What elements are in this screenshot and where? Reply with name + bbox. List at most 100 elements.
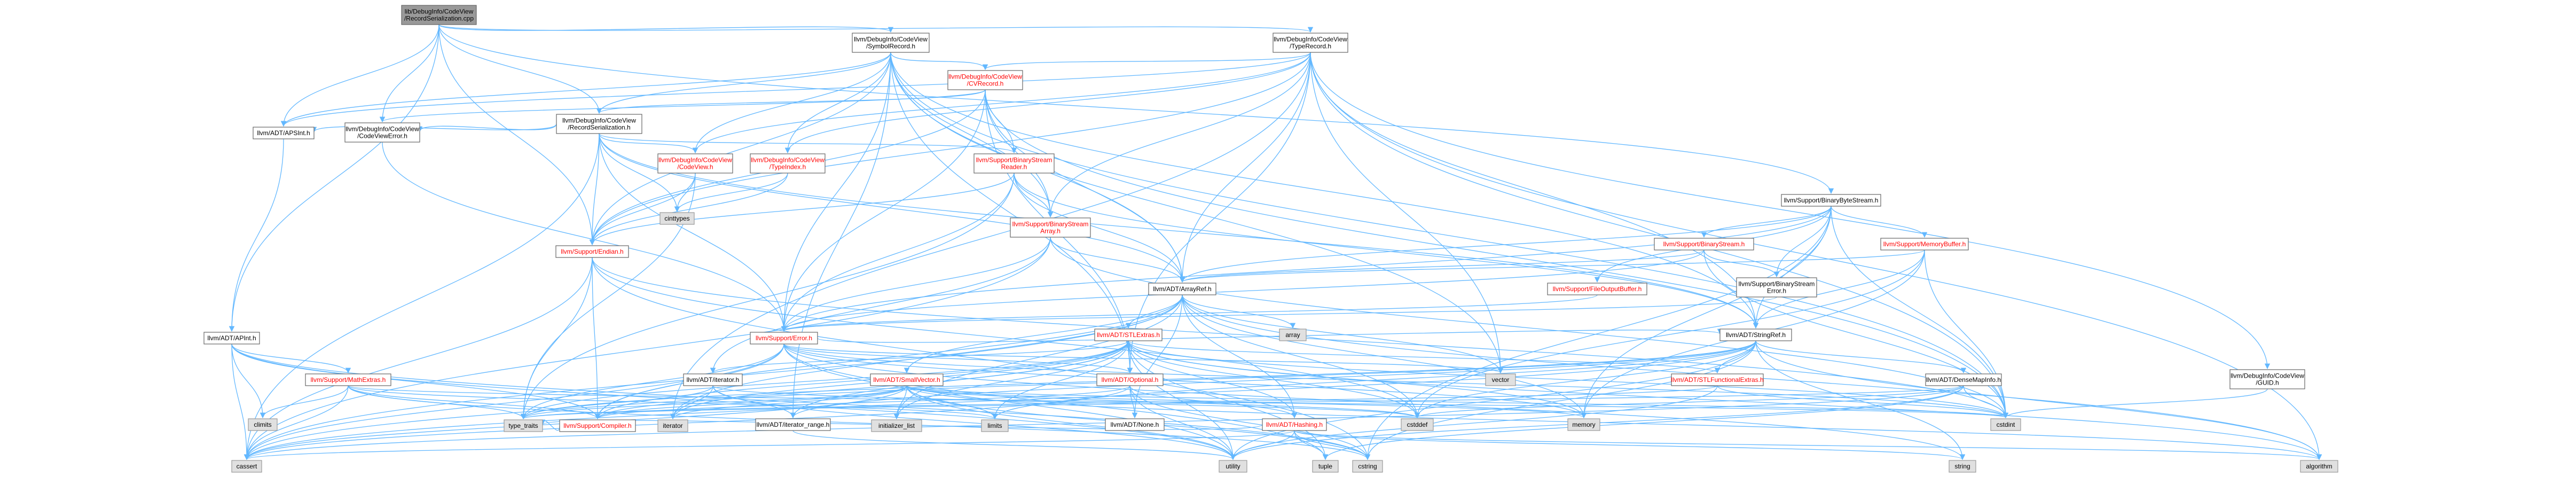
edge-optional-to-cstring — [1129, 385, 1371, 460]
node-binarybytestream[interactable]: llvm/Support/BinaryByteStream.h — [1781, 194, 1881, 207]
edge-stringref-to-compiler — [595, 340, 1756, 420]
node-codeviewerror[interactable]: llvm/DebugInfo/CodeView/CodeViewError.h — [344, 122, 420, 143]
node-iteratorh[interactable]: llvm/ADT/iterator.h — [683, 373, 743, 386]
node-bserror-label: Error.h — [1767, 287, 1786, 295]
edge-root-to-codeviewerror — [379, 24, 439, 123]
edge-binarybytestream-to-memorybuffer — [1831, 206, 1928, 238]
node-symbolrecord-box — [852, 33, 930, 53]
node-typerecord[interactable]: llvm/DebugInfo/CodeView/TypeRecord.h — [1273, 33, 1348, 53]
edge-stlextras-to-typetraits — [520, 340, 1129, 420]
node-arrayref[interactable]: llvm/ADT/ArrayRef.h — [1148, 283, 1216, 295]
edge-densemapinfo-to-typetraits — [521, 385, 1964, 420]
node-fileoutputbuffer-label: llvm/Support/FileOutputBuffer.h — [1553, 285, 1642, 293]
edge-bsreader-to-error — [781, 173, 1015, 332]
node-typeindex[interactable]: llvm/DebugInfo/CodeView/TypeIndex.h — [750, 153, 826, 174]
edge-root-to-apint — [229, 24, 439, 332]
node-codeview[interactable]: llvm/DebugInfo/CodeView/CodeView.h — [657, 153, 733, 174]
node-guid-label: llvm/DebugInfo/CodeView — [2231, 372, 2304, 380]
node-guid[interactable]: llvm/DebugInfo/CodeView/GUID.h — [2229, 369, 2305, 389]
edge-typeindex-to-cinttypes — [674, 173, 788, 213]
node-mathextras-box — [305, 373, 391, 386]
edge-error-to-optional — [783, 343, 1133, 374]
edge-guid-to-cstdint — [2002, 388, 2268, 419]
edge-arrayref-to-smallvector — [904, 294, 1183, 374]
node-bsarray-label: Array.h — [1040, 228, 1061, 235]
edge-smallvector-to-typetraits — [521, 385, 907, 420]
edge-recordser-to-cinttypes — [599, 133, 680, 213]
node-stlfunc[interactable]: llvm/ADT/STLFunctionalExtras.h — [1671, 373, 1764, 386]
node-memorybuffer-label: llvm/Support/MemoryBuffer.h — [1883, 240, 1966, 248]
node-string-box — [1949, 460, 1976, 473]
node-error-box — [750, 332, 818, 345]
edge-hashing-to-algorithm — [1294, 430, 2322, 460]
node-binarystream[interactable]: llvm/Support/BinaryStream.h — [1654, 238, 1754, 251]
node-apsint-box — [253, 127, 315, 139]
node-stlextras[interactable]: llvm/ADT/STLExtras.h — [1094, 329, 1163, 341]
node-utility: utility — [1219, 460, 1247, 473]
node-stringref-box — [1719, 329, 1792, 341]
node-optional[interactable]: llvm/ADT/Optional.h — [1096, 373, 1164, 386]
node-typerecord-box — [1273, 33, 1348, 53]
node-error[interactable]: llvm/Support/Error.h — [750, 332, 818, 345]
node-codeviewerror-label: llvm/DebugInfo/CodeView — [345, 126, 419, 133]
edge-smallvector-to-memory — [906, 385, 1587, 419]
node-cassert: cassert — [231, 460, 262, 473]
edge-arrayref-to-cstddef — [1182, 294, 1420, 419]
edge-stlextras-to-cassert — [244, 340, 1129, 460]
node-cvrecord[interactable]: llvm/DebugInfo/CodeView/CVRecord.h — [947, 70, 1023, 90]
node-memory-label: memory — [1572, 421, 1595, 428]
edge-typerecord-to-bsarray — [1047, 52, 1311, 218]
node-apsint-label: llvm/ADT/APSInt.h — [257, 129, 310, 137]
node-none[interactable]: llvm/ADT/None.h — [1105, 418, 1165, 431]
edge-error-to-cstdint — [783, 343, 2008, 419]
node-cinttypes-label: cinttypes — [664, 215, 689, 222]
node-stlfunc-label: llvm/ADT/STLFunctionalExtras.h — [1671, 376, 1763, 384]
edge-binarybytestream-to-cstring — [1364, 206, 1832, 460]
edge-cvrecord-to-bsreader — [985, 89, 1017, 154]
node-string: string — [1949, 460, 1976, 473]
node-apsint[interactable]: llvm/ADT/APSInt.h — [253, 127, 315, 139]
edge-bsreader-to-stringref — [1014, 173, 1759, 329]
edge-arrayref-to-memory — [1182, 294, 1587, 419]
node-densemapinfo-box — [1925, 373, 2002, 386]
node-iterrange[interactable]: llvm/ADT/iterator_range.h — [755, 418, 831, 431]
node-hashing[interactable]: llvm/ADT/Hashing.h — [1262, 418, 1327, 431]
node-symbolrecord[interactable]: llvm/DebugInfo/CodeView/SymbolRecord.h — [852, 33, 930, 53]
node-fileoutputbuffer[interactable]: llvm/Support/FileOutputBuffer.h — [1547, 283, 1647, 295]
node-string-label: string — [1954, 463, 1970, 470]
node-compiler-label: llvm/Support/Compiler.h — [563, 422, 631, 429]
node-vector-box — [1485, 373, 1516, 386]
node-recordser[interactable]: llvm/DebugInfo/CodeView/RecordSerializat… — [556, 114, 642, 134]
node-root-label: lib/DebugInfo/CodeView — [405, 8, 474, 15]
edge-mathextras-to-typetraits — [348, 385, 527, 420]
node-cstring-box — [1352, 460, 1383, 473]
edge-optional-to-hashing — [1129, 385, 1298, 419]
node-binarybytestream-box — [1781, 194, 1881, 207]
node-densemapinfo[interactable]: llvm/ADT/DenseMapInfo.h — [1925, 373, 2002, 386]
node-compiler[interactable]: llvm/Support/Compiler.h — [559, 419, 636, 432]
node-endian[interactable]: llvm/Support/Endian.h — [555, 245, 629, 258]
node-fileoutputbuffer-box — [1547, 283, 1647, 295]
node-smallvector[interactable]: llvm/ADT/SmallVector.h — [870, 373, 944, 386]
edge-apint-to-climits — [231, 343, 266, 419]
edge-bsreader-to-endian — [589, 173, 1015, 246]
node-mathextras[interactable]: llvm/Support/MathExtras.h — [305, 373, 391, 386]
edge-recordser-to-codeviewerror — [417, 123, 557, 132]
node-root-label: /RecordSerialization.cpp — [404, 15, 474, 22]
edge-stlextras-to-iteratorh — [710, 340, 1129, 374]
node-memory: memory — [1567, 418, 1600, 431]
edge-smallvector-to-cstdint — [906, 385, 2008, 419]
edge-binarystream-to-arrayref — [1180, 249, 1705, 283]
node-smallvector-label: llvm/ADT/SmallVector.h — [873, 376, 940, 384]
node-root[interactable]: lib/DebugInfo/CodeView/RecordSerializati… — [401, 5, 477, 25]
node-stringref[interactable]: llvm/ADT/StringRef.h — [1719, 329, 1792, 341]
node-apint[interactable]: llvm/ADT/APInt.h — [203, 332, 260, 345]
edge-typeindex-to-endian — [589, 173, 788, 246]
edge-typerecord-to-vector — [1310, 52, 1504, 374]
node-array-label: array — [1285, 331, 1300, 339]
edge-codeview-to-endian — [589, 173, 696, 246]
node-memorybuffer[interactable]: llvm/Support/MemoryBuffer.h — [1880, 238, 1969, 251]
